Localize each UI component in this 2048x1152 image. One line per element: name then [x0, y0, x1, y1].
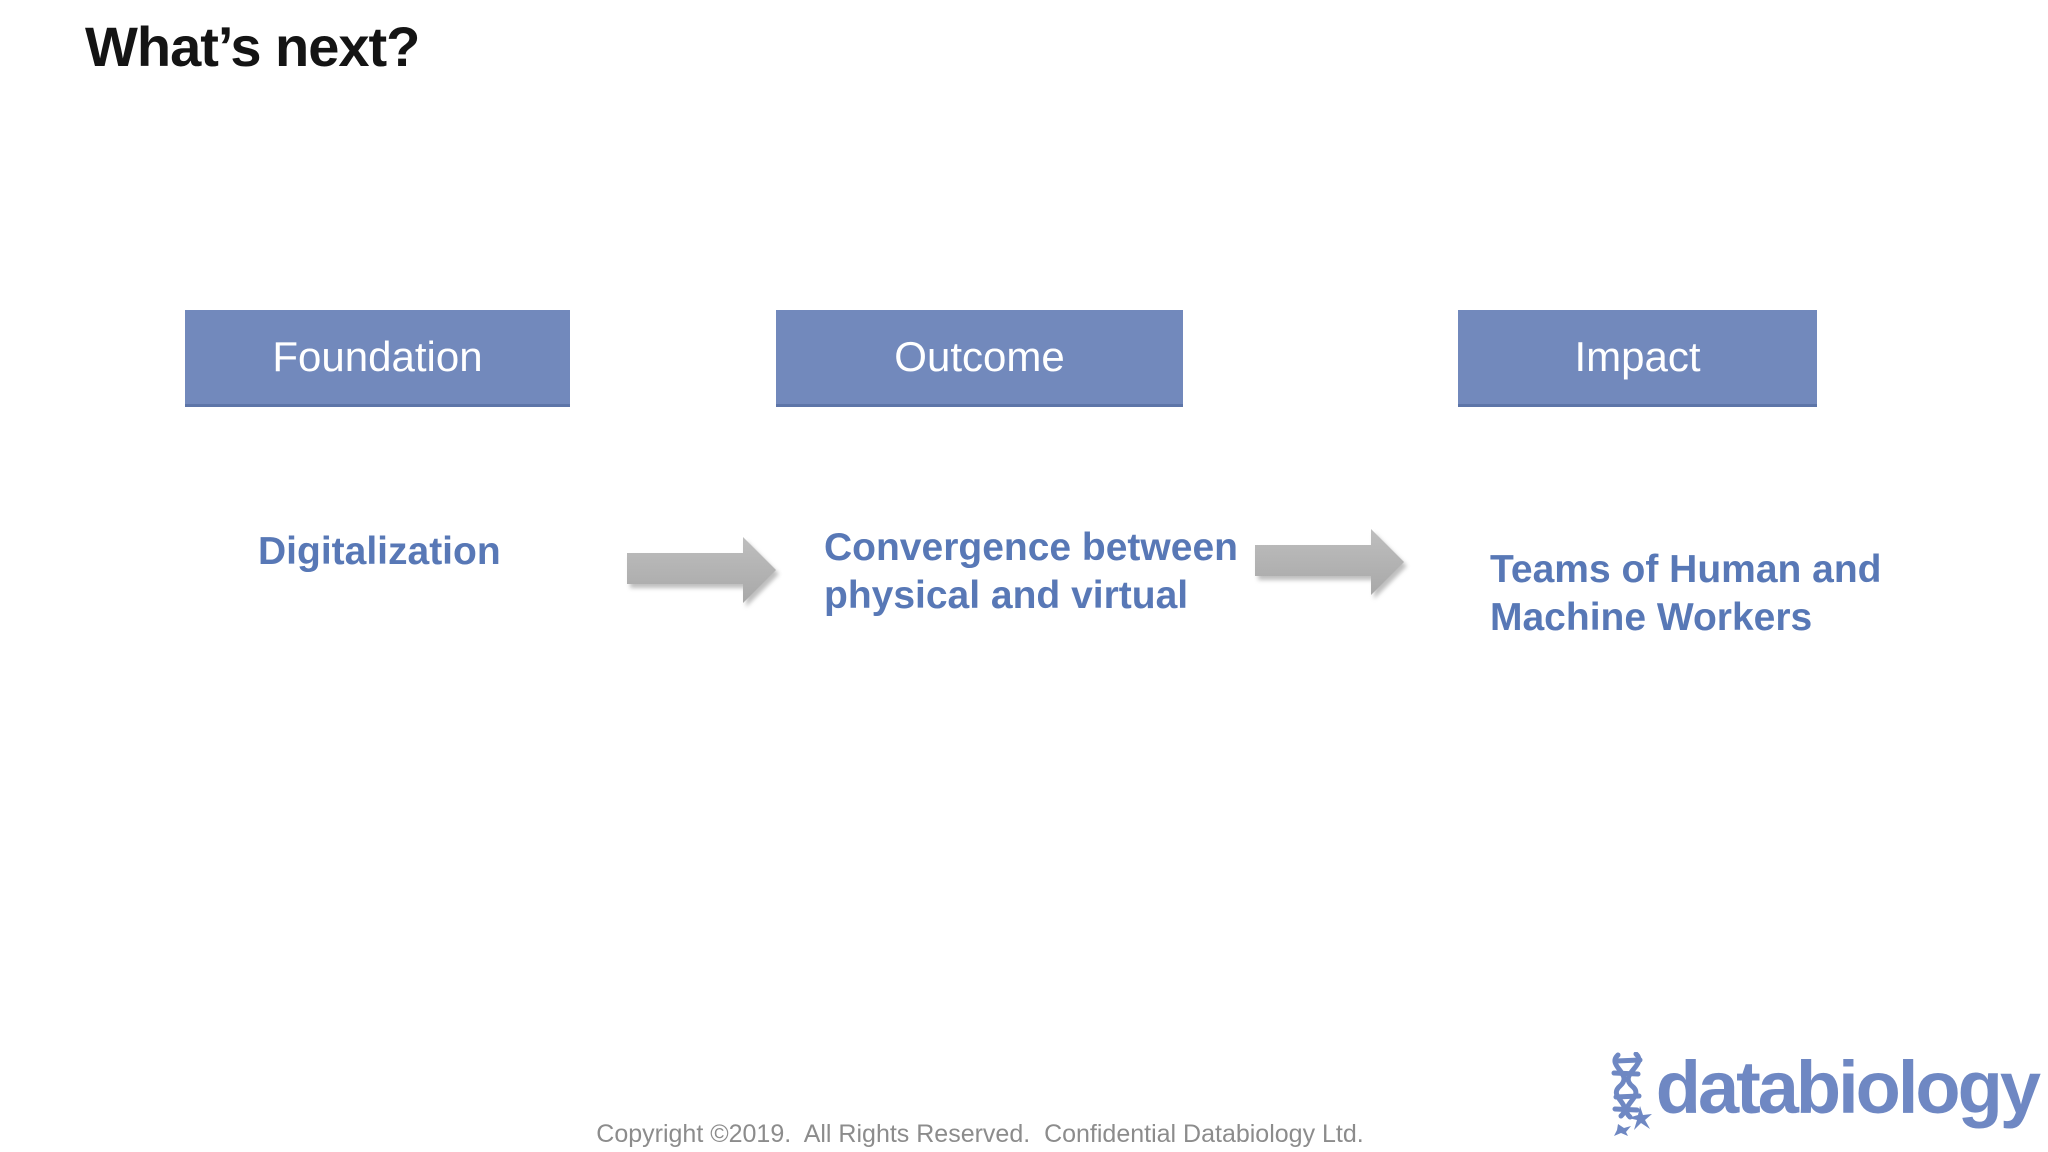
dna-helix-icon	[1611, 1052, 1652, 1136]
outcome-description: Convergence between physical and virtual	[824, 526, 1238, 617]
column-header-outcome: Outcome	[776, 310, 1183, 407]
logo-wordmark: databiology	[1655, 1046, 2041, 1129]
right-arrow-icon	[627, 536, 777, 604]
copyright-text: Copyright ©2019. All Rights Reserved. Co…	[596, 1120, 1364, 1148]
impact-description: Teams of Human and Machine Workers	[1490, 548, 1882, 639]
page-title: What’s next?	[85, 15, 420, 78]
foundation-description: Digitalization	[258, 530, 501, 573]
column-header-label: Foundation	[272, 333, 483, 380]
column-header-label: Impact	[1574, 333, 1701, 380]
column-header-label: Outcome	[894, 333, 1065, 380]
right-arrow-icon	[1255, 528, 1405, 596]
databiology-logo: databiology	[1604, 1046, 2041, 1136]
column-header-impact: Impact	[1458, 310, 1817, 407]
column-header-foundation: Foundation	[185, 310, 570, 407]
